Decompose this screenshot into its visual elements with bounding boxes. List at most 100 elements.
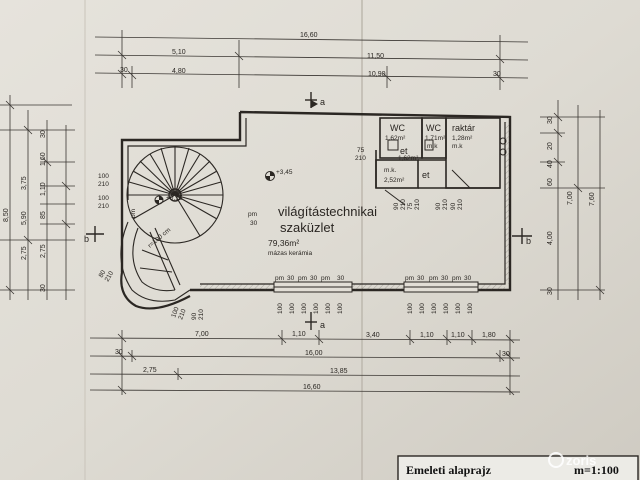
dim-bottom-30a: 30: [115, 349, 123, 356]
window-label: 30: [464, 275, 472, 282]
dim-bottom-16-00: 16,00: [305, 350, 323, 357]
section-label-right: b: [526, 236, 531, 246]
dim-overall-top: 16,60: [300, 32, 318, 39]
caption-box: [397, 455, 639, 480]
dim-right-30b: 30: [547, 287, 554, 295]
door-label: 210: [457, 199, 464, 210]
room-wc2-label: WC: [426, 123, 441, 133]
window-label: pm: [429, 275, 438, 282]
section-marker-left: [86, 226, 104, 242]
door-label: 210: [177, 308, 187, 321]
section-label-bottom: a: [320, 320, 325, 330]
section-label-top: a: [320, 97, 325, 107]
door-label: 100: [98, 195, 109, 202]
room-wc2-mat: m.k: [427, 143, 438, 150]
room-wc1-area: 1,62m²: [385, 135, 406, 142]
service-fixtures: [384, 137, 507, 206]
spiral-staircase: [120, 146, 224, 302]
caption-title: Emeleti alaprajz: [406, 463, 492, 477]
door-label: 75: [407, 202, 414, 210]
door-label: 90: [191, 312, 198, 320]
dim-top-30b: 30: [493, 71, 501, 78]
dim-bottom-13-85: 13,85: [330, 368, 348, 375]
dim-left-3-75: 3,75: [21, 176, 28, 190]
window-label: 30: [441, 275, 449, 282]
stair-pm: pm: [130, 209, 137, 218]
main-room-name-line2: szaküzlet: [280, 220, 335, 235]
sill-label: 100: [443, 303, 450, 314]
door-label: 75: [357, 147, 365, 154]
window-label: pm: [248, 211, 257, 218]
sill-label: 100: [277, 303, 284, 314]
room-mk-area: 2,52m²: [384, 177, 405, 184]
room-raktar-label: raktár: [452, 123, 475, 133]
dim-left-30b: 30: [40, 130, 47, 138]
main-room-floor: mázas kerámia: [268, 250, 312, 257]
window-label: pm: [298, 275, 307, 282]
room-raktar-mat: m.k: [452, 143, 463, 150]
sill-label: 100: [325, 303, 332, 314]
room-et1-label: et: [400, 146, 408, 156]
room-raktar-area: 1,28m²: [452, 135, 473, 142]
dim-right-40: 40: [547, 160, 554, 168]
dim-top-30: 30: [120, 67, 128, 74]
level-marker-stair-fill-icon: [155, 196, 163, 204]
sill-label: 100: [289, 303, 296, 314]
sill-label: 100: [301, 303, 308, 314]
dim-right-20: 20: [547, 142, 554, 150]
dim-right-30: 30: [547, 116, 554, 124]
sill-label: 100: [419, 303, 426, 314]
room-wc1-label: WC: [390, 123, 405, 133]
dim-left-2-75b: 2,75: [40, 244, 47, 258]
door-label: 210: [442, 199, 449, 210]
right-dimension-lines: [540, 100, 605, 300]
section-arrow-top-icon: [311, 100, 318, 108]
door-label: 100: [98, 173, 109, 180]
sill-label: 100: [337, 303, 344, 314]
dim-right-7-00: 7,00: [567, 191, 574, 205]
bay-window-wall: [120, 271, 191, 310]
bottom-dimension-lines: [89, 330, 521, 396]
door-label: 90: [393, 202, 400, 210]
dim-bottom-2-75: 2,75: [143, 367, 157, 374]
dim-right-60: 60: [547, 178, 554, 186]
dim-top-5-10: 5,10: [172, 49, 186, 56]
watermark-logo-icon: [548, 452, 564, 468]
room-et2-label: et: [422, 170, 430, 180]
section-marker-bottom: [305, 312, 317, 330]
dim-left-8-50: 8,50: [3, 208, 10, 222]
door-label: 210: [98, 181, 109, 188]
door-label: 210: [98, 203, 109, 210]
level-0-15: +0,15: [166, 195, 183, 202]
window-label: 30: [250, 220, 258, 227]
window-label: pm: [321, 275, 330, 282]
dim-bottom-30b: 30: [502, 351, 510, 358]
sill-label: 100: [313, 303, 320, 314]
door-label: 90: [435, 202, 442, 210]
dim-top-4-80: 4,80: [172, 68, 186, 75]
window-label: 30: [337, 275, 345, 282]
door-label: 210: [198, 309, 205, 320]
bottom-windows: [273, 281, 479, 293]
sill-label: 100: [431, 303, 438, 314]
dim-bottom-16-60: 16,60: [303, 384, 321, 391]
section-label-left: b: [84, 234, 89, 244]
dim-bottom-1-10b: 1,10: [420, 332, 434, 339]
room-mk-label: m.k.: [384, 167, 396, 174]
dim-left-2-75: 2,75: [21, 246, 28, 260]
door-label: 210: [104, 270, 116, 283]
dim-top-11-50: 11,50: [367, 53, 384, 60]
door-label: 100: [170, 306, 180, 319]
dim-bottom-1-10c: 1,10: [451, 332, 465, 339]
door-label: 210: [400, 199, 407, 210]
window-label: pm: [405, 275, 414, 282]
room-et1-area: 1,62m²: [398, 155, 419, 162]
room-wc2-area: 1,71m²: [425, 135, 446, 142]
door-label: 210: [355, 155, 366, 162]
wall-hatch-right: [505, 122, 510, 284]
dim-bottom-3-40: 3,40: [366, 332, 380, 339]
dim-top-10-90: 10,90: [368, 71, 386, 78]
dim-bottom-7-00: 7,00: [195, 331, 209, 338]
